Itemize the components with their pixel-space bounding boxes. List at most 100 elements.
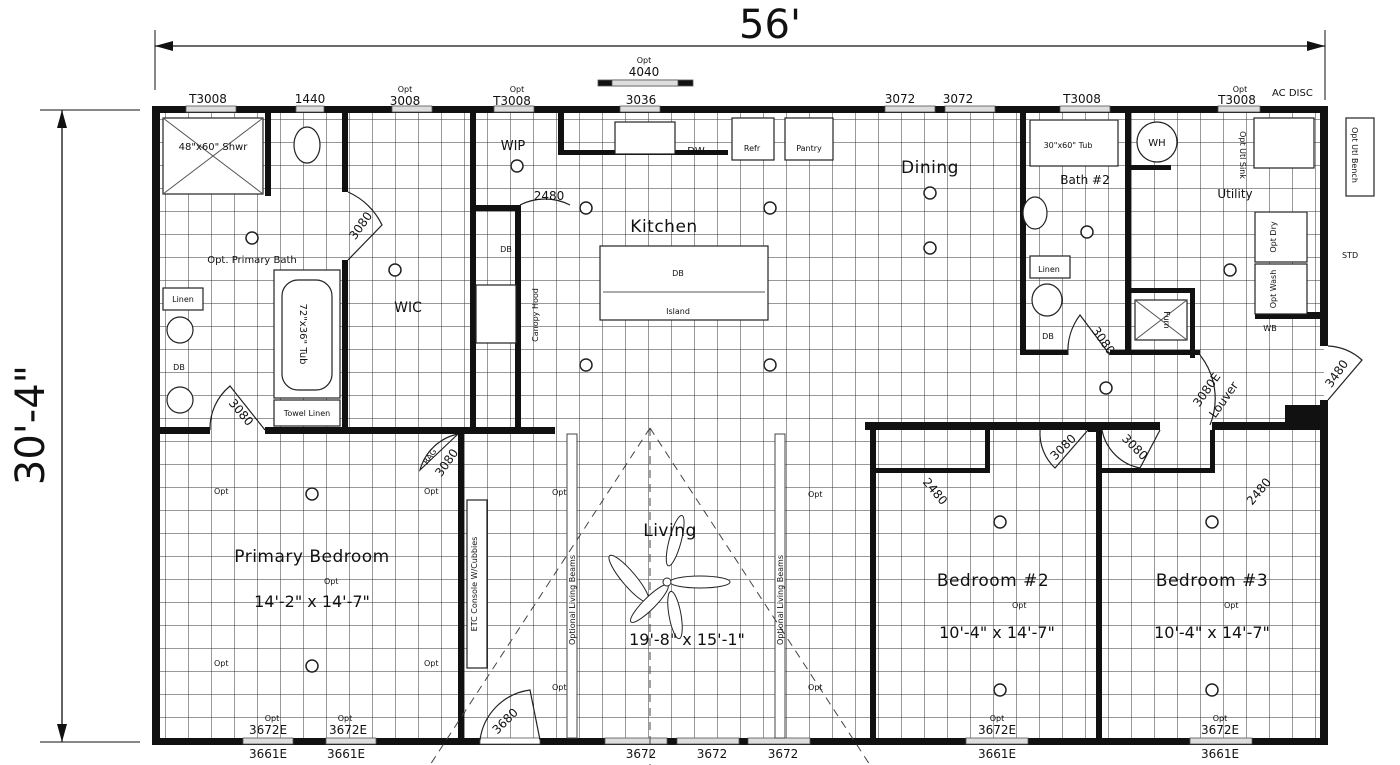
opt-label: Opt	[214, 659, 229, 668]
furn-label: Furn	[1162, 311, 1171, 328]
room-wic: WIC	[394, 300, 422, 316]
room-primary-bedroom: Primary Bedroom	[234, 547, 390, 567]
window-label: 1440	[295, 92, 326, 106]
opt-label: Opt	[808, 683, 823, 692]
opt-label: Opt	[1213, 714, 1228, 723]
room-bath2: Bath #2	[1060, 173, 1109, 187]
sink-icon	[166, 316, 194, 344]
opt-dry-label: Opt Dry	[1269, 221, 1278, 253]
windows	[185, 79, 1261, 745]
db-label: DB	[1042, 332, 1054, 341]
sink-icon	[1031, 283, 1063, 317]
room-bedroom3: Bedroom #3	[1156, 571, 1268, 591]
window-label: 3672	[697, 747, 728, 761]
window-label: 3661E	[978, 747, 1016, 761]
tub	[273, 269, 341, 399]
opt-label: Opt	[214, 487, 229, 496]
canopy-hood-label: Canopy Hood	[531, 288, 540, 342]
opt-label: Opt	[552, 683, 567, 692]
db-label: DB	[173, 363, 185, 372]
window-labels-top: T3008 1440 Opt 3008 Opt T3008 Opt 4040 3…	[188, 56, 1313, 108]
window-label: 3672E	[978, 723, 1016, 737]
opt-label: Opt	[637, 56, 652, 65]
opt-label: Opt	[424, 487, 439, 496]
room-dining: Dining	[901, 158, 959, 178]
opt-label: Opt	[552, 488, 567, 497]
light-icon	[245, 159, 1237, 697]
door-label: 2480	[534, 189, 565, 203]
kitchen-sink	[614, 121, 676, 155]
window-label: 3661E	[249, 747, 287, 761]
doors	[209, 191, 1363, 741]
room-wip: WIP	[501, 139, 526, 154]
shower-label: 48"x60" Shwr	[179, 142, 249, 153]
window-label: 3008	[390, 94, 421, 108]
window-label: T3008	[188, 92, 227, 106]
door-label: 3480	[1322, 357, 1351, 390]
island-label: Island	[666, 307, 690, 316]
window-labels-bottom: Opt 3672E Opt 3672E Opt 3672E Opt 3672E …	[249, 714, 1239, 761]
etc-console-label: ETC Console W/Cubbies	[470, 537, 479, 632]
opt-wash-label: Opt Wash	[1269, 270, 1278, 309]
window-label: 3661E	[327, 747, 365, 761]
window-label: T3008	[1217, 93, 1256, 107]
db-label: DB	[500, 245, 512, 254]
window-label: 3672	[626, 747, 657, 761]
epb-label: EPB	[1296, 405, 1311, 414]
room-living: Living	[643, 521, 697, 541]
std-label: STD	[1342, 251, 1358, 260]
room-utility: Utility	[1217, 187, 1252, 201]
window-label: 4040	[629, 65, 660, 79]
room-primary-bedroom-size: 14'-2" x 14'-7"	[254, 592, 370, 611]
fixture-labels: 48"x60" Shwr 72"x36" Tub Towel Linen Lin…	[172, 127, 1359, 645]
opt-label: Opt	[338, 714, 353, 723]
room-living-size: 19'-8" x 15'-1"	[629, 630, 745, 649]
window-label: 3672E	[1201, 723, 1239, 737]
toilet-icon	[1022, 196, 1048, 230]
opt-label: Opt	[510, 85, 525, 94]
room-kitchen: Kitchen	[630, 217, 697, 237]
toilet-icon	[293, 126, 321, 164]
island	[599, 245, 769, 321]
window-label: 3672E	[249, 723, 287, 737]
sink-icon	[166, 386, 194, 414]
wh-label: WH	[1148, 138, 1165, 149]
opt-utl-bench-label: Opt Utl Bench	[1350, 127, 1359, 183]
opt-label: Opt	[808, 490, 823, 499]
island-db-label: DB	[672, 269, 684, 278]
tub-label: 72"x36" Tub	[297, 303, 308, 364]
overall-depth-dimension: 30'-4"	[8, 109, 140, 743]
water-heater-icon	[1136, 121, 1178, 163]
opt-label: Opt	[1012, 601, 1027, 610]
wb-label: WB	[1263, 324, 1276, 333]
linen-label: Linen	[172, 295, 194, 304]
overall-width: 56'	[739, 2, 801, 48]
window-label: 3672	[768, 747, 799, 761]
window-label: 3072	[943, 92, 974, 106]
opt-label: Opt	[424, 659, 439, 668]
range	[475, 284, 517, 344]
ceiling-fan-icon	[608, 515, 731, 640]
window-label: 3672E	[329, 723, 367, 737]
linen-label: Linen	[1038, 265, 1060, 274]
room-bedroom3-size: 10'-4" x 14'-7"	[1154, 623, 1270, 642]
refr-label: Refr	[744, 144, 761, 153]
window-label: T3008	[1062, 92, 1101, 106]
tub-label: 30"x60" Tub	[1044, 141, 1093, 150]
opt-label: Opt	[324, 577, 339, 586]
window-label: 3072	[885, 92, 916, 106]
opt-label: Opt	[265, 714, 280, 723]
overall-width-dimension: 56'	[154, 2, 1326, 100]
optional-beams-label: Optional Living Beams	[776, 555, 785, 645]
opt-label: Opt	[1233, 85, 1248, 94]
opt-label: Opt	[398, 85, 413, 94]
overall-depth: 30'-4"	[8, 365, 54, 485]
ac-disc-label: AC DISC	[1272, 88, 1313, 99]
fixtures	[162, 117, 1375, 765]
opt-label: Opt	[990, 714, 1005, 723]
pantry-label: Pantry	[796, 144, 822, 153]
optional-beams-label: Optional Living Beams	[568, 555, 577, 645]
room-primary-bath: Opt. Primary Bath	[207, 255, 297, 266]
etc-console	[466, 499, 488, 669]
